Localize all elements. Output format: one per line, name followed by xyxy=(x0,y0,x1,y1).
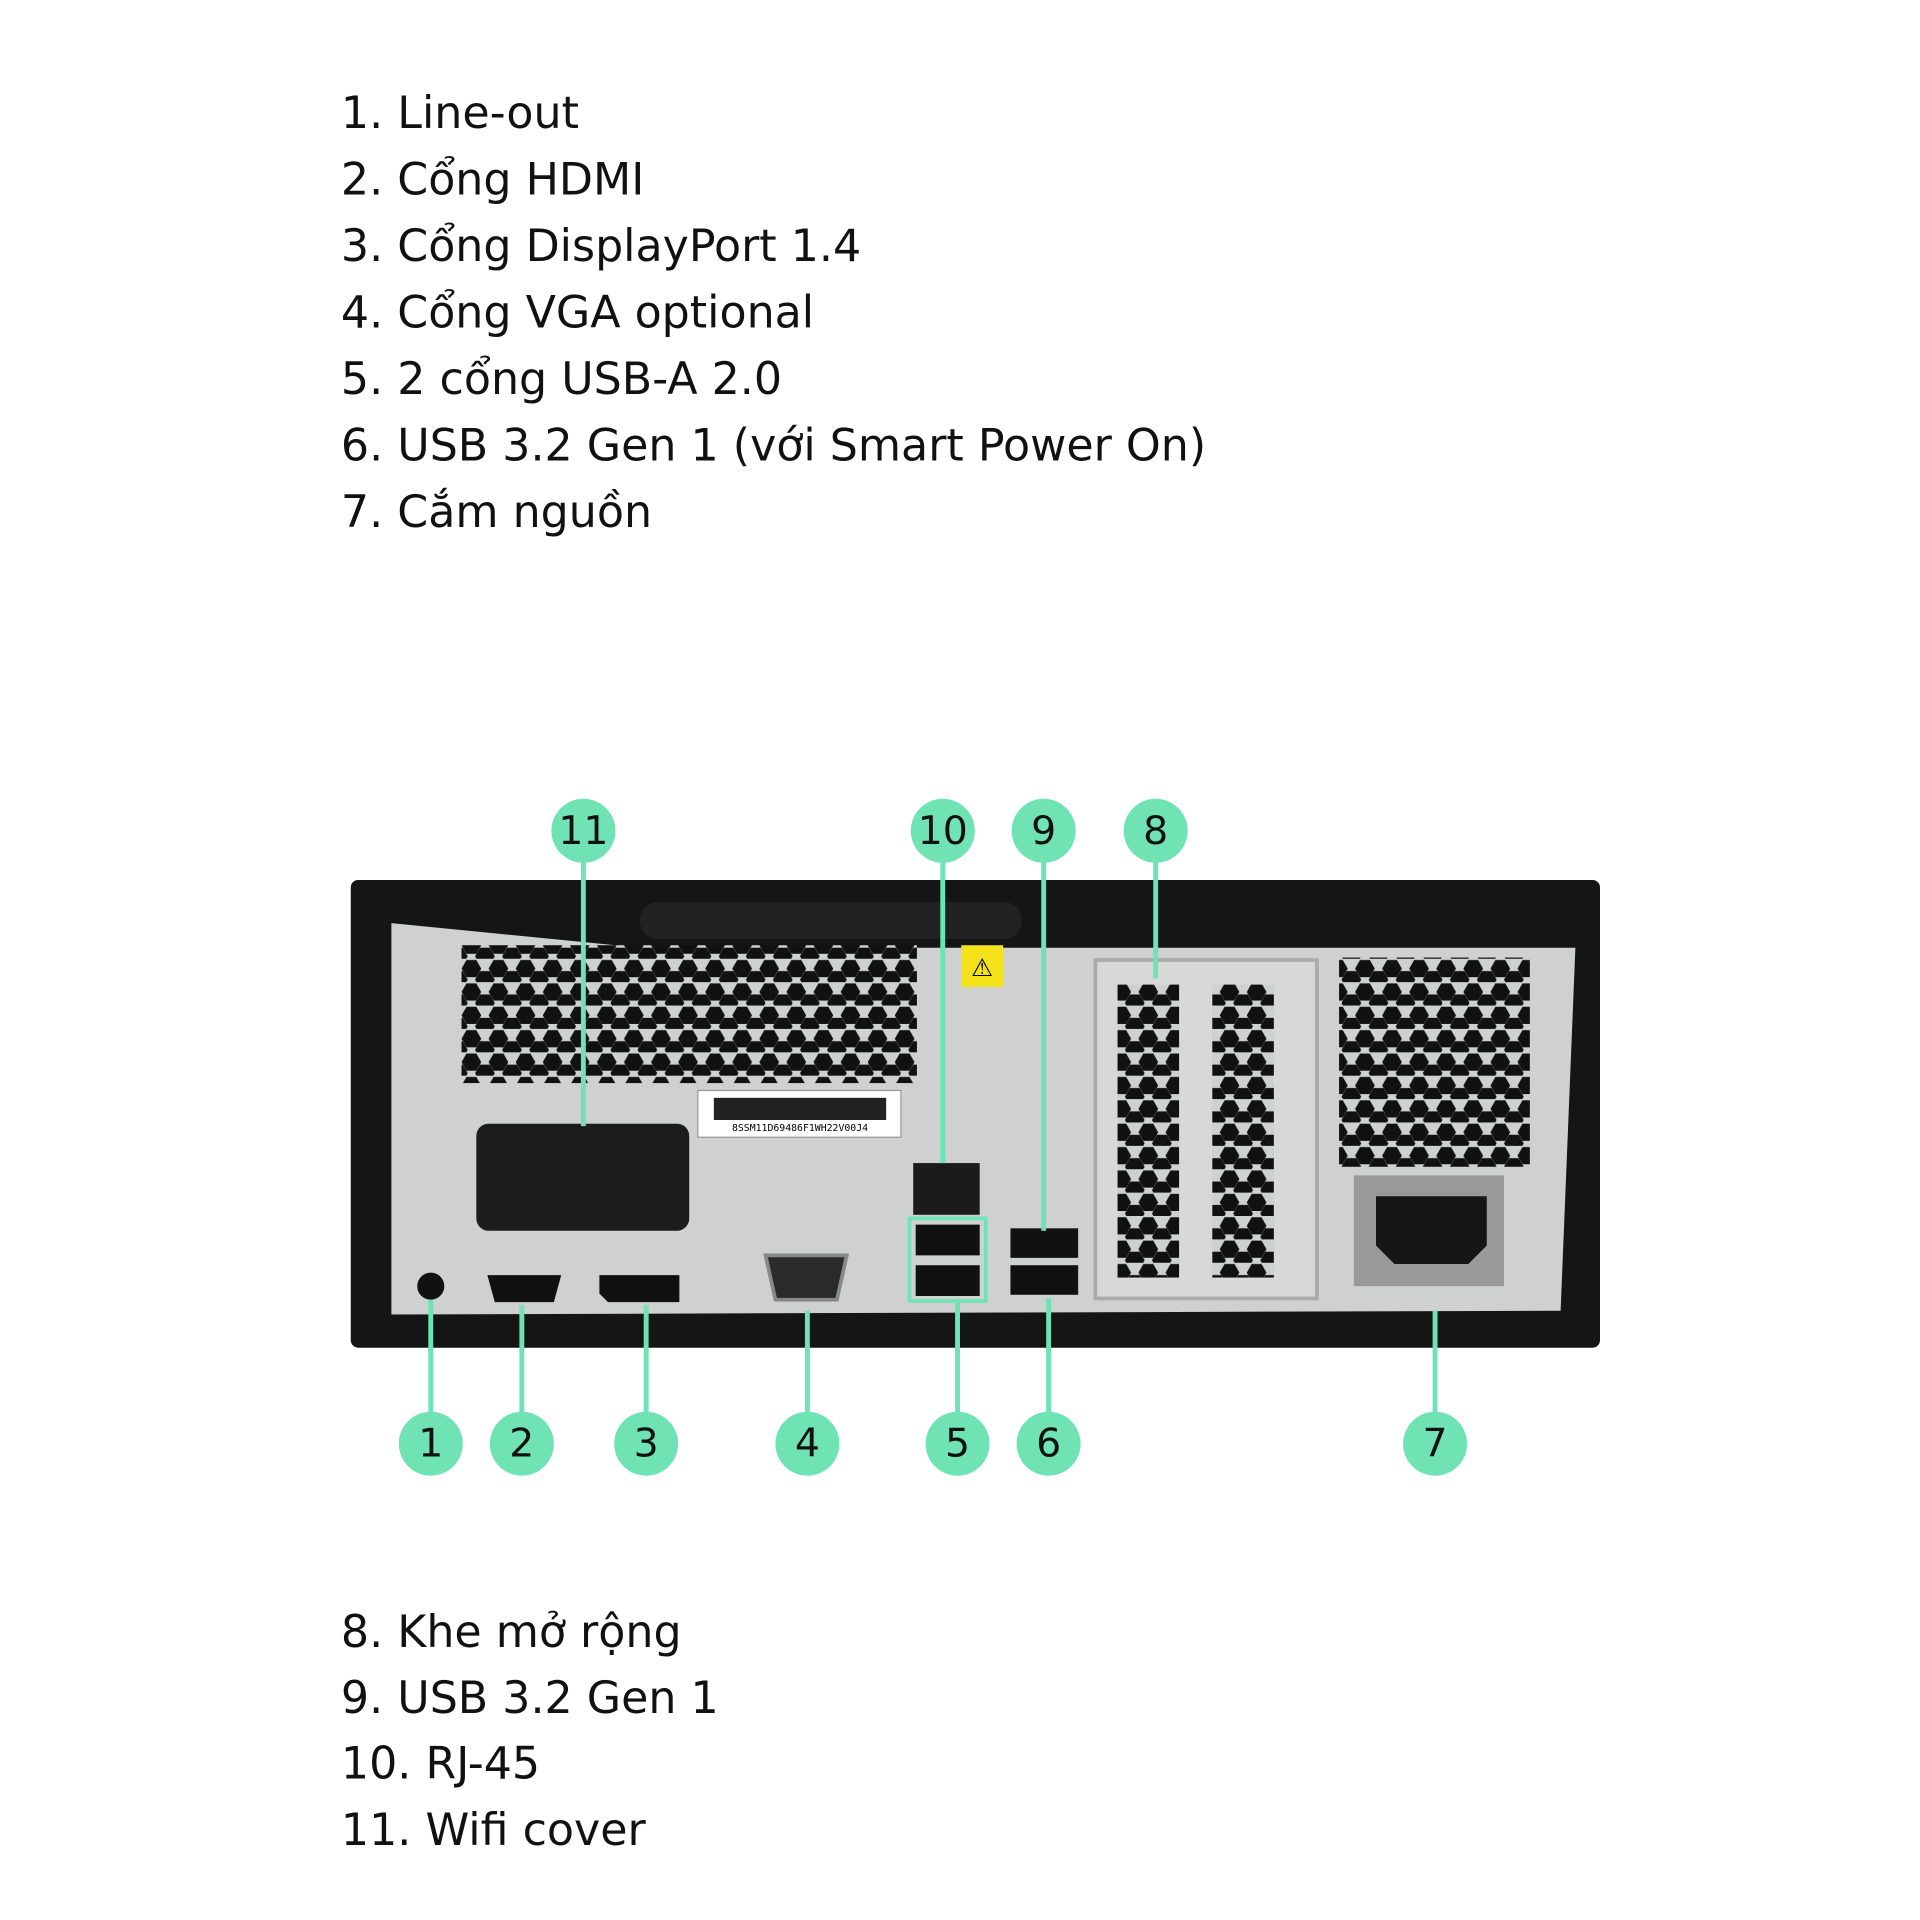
callout-6: 6 xyxy=(1016,1411,1081,1476)
callout-2: 2 xyxy=(489,1411,554,1476)
legend-item: 9. USB 3.2 Gen 1 xyxy=(341,1673,719,1724)
displayport-port xyxy=(599,1275,680,1303)
barcode: 8SSM11D69486F1WH22V00J4 xyxy=(713,1097,887,1134)
warning-sticker xyxy=(961,945,1004,988)
callout-5: 5 xyxy=(925,1411,990,1476)
slot-cover xyxy=(1117,984,1180,1278)
svg-text:1: 1 xyxy=(418,1421,443,1467)
line-out-port xyxy=(417,1272,445,1300)
legend-item: 6. USB 3.2 Gen 1 (với Smart Power On) xyxy=(341,420,1206,471)
svg-text:8: 8 xyxy=(1143,808,1168,854)
rj45-port xyxy=(913,1163,980,1215)
legend-item: 7. Cắm nguồn xyxy=(341,487,652,538)
power-inlet xyxy=(1376,1196,1487,1264)
usb2-port xyxy=(915,1265,980,1296)
callout-9: 9 xyxy=(1011,798,1076,863)
legend-item: 4. Cổng VGA optional xyxy=(341,287,814,338)
callout-1: 1 xyxy=(398,1411,463,1476)
svg-text:7: 7 xyxy=(1423,1421,1448,1467)
slot-cover xyxy=(1212,984,1274,1278)
usb3-port xyxy=(1010,1265,1079,1295)
legend-top: 1. Line-out 2. Cổng HDMI 3. Cổng Display… xyxy=(341,88,1206,538)
svg-text:11: 11 xyxy=(558,808,608,854)
svg-text:9: 9 xyxy=(1031,808,1056,854)
vga-port xyxy=(763,1253,850,1302)
legend-item: 8. Khe mở rộng xyxy=(341,1607,682,1658)
svg-text:5: 5 xyxy=(945,1421,970,1467)
warning-icon: ⚠ xyxy=(971,955,993,982)
svg-text:6: 6 xyxy=(1036,1421,1061,1467)
svg-text:8SSM11D69486F1WH22V00J4: 8SSM11D69486F1WH22V00J4 xyxy=(732,1123,868,1134)
psu-vent xyxy=(1339,957,1530,1167)
svg-text:2: 2 xyxy=(509,1421,534,1467)
legend-item: 2. Cổng HDMI xyxy=(341,154,644,205)
callout-7: 7 xyxy=(1403,1411,1468,1476)
svg-text:3: 3 xyxy=(634,1421,659,1467)
usb3-port xyxy=(1010,1228,1079,1258)
vent-grille xyxy=(461,945,917,1084)
legend-item: 1. Line-out xyxy=(341,88,579,139)
callout-4: 4 xyxy=(775,1411,840,1476)
usb2-highlight xyxy=(907,1216,988,1303)
legend-item: 3. Cổng DisplayPort 1.4 xyxy=(341,221,861,272)
handle xyxy=(640,902,1022,940)
legend-item: 11. Wifi cover xyxy=(341,1805,647,1856)
hdmi-port xyxy=(487,1275,562,1303)
usb2-port xyxy=(915,1224,980,1256)
callout-3: 3 xyxy=(614,1411,679,1476)
callouts: 11 10 9 8 1 2 3 4 5 6 7 xyxy=(398,798,1468,1476)
callout-10: 10 xyxy=(910,798,975,863)
legend-bottom: 8. Khe mở rộng 9. USB 3.2 Gen 1 10. RJ-4… xyxy=(341,1607,719,1856)
callout-8: 8 xyxy=(1123,798,1188,863)
pc-rear-photo: 8SSM11D69486F1WH22V00J4 ⚠ xyxy=(350,880,1600,1348)
wifi-cover xyxy=(476,1123,690,1231)
legend-item: 10. RJ-45 xyxy=(341,1738,540,1789)
svg-text:4: 4 xyxy=(795,1421,820,1467)
legend-item: 5. 2 cổng USB-A 2.0 xyxy=(341,354,782,405)
callout-11: 11 xyxy=(551,798,616,863)
svg-text:10: 10 xyxy=(918,808,968,854)
